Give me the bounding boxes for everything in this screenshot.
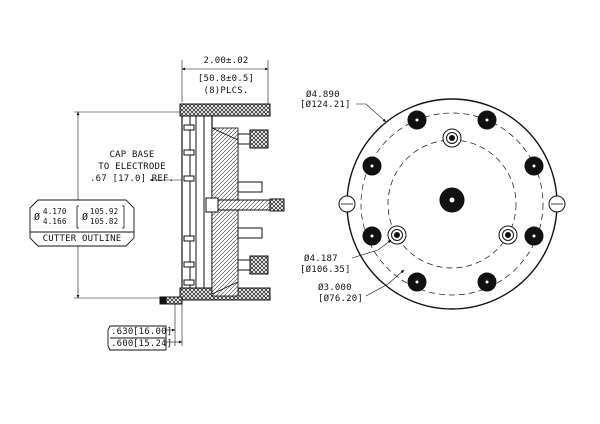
thickness-dim-note: (8)PLCS. xyxy=(203,86,249,96)
outer-dia-mm: [Ø124.21] xyxy=(300,100,351,110)
flange-in-2: .600 xyxy=(111,339,134,349)
flange-in-1: .630 xyxy=(111,327,134,337)
cap-base-line1: CAP BASE xyxy=(109,150,155,160)
cutter-dia-symbol: Ø xyxy=(34,212,41,223)
outer-dia-in: Ø4.890 xyxy=(306,90,340,100)
thickness-dim-tol: 2.00±.02 xyxy=(203,56,249,66)
inner-dia-in: Ø3.000 xyxy=(318,283,352,293)
bolt-dia-in: Ø4.187 xyxy=(304,254,338,264)
cutter-dia-max: 4.170 xyxy=(43,207,67,216)
inner-dia-mm: [Ø76.20] xyxy=(318,294,363,304)
bolt-holes xyxy=(362,110,544,292)
front-view xyxy=(338,98,566,310)
thickness-dim-metric: [50.8±0.5] xyxy=(197,74,255,84)
cap-base-line2: TO ELECTRODE xyxy=(98,162,166,172)
cutter-mm-symbol: Ø xyxy=(82,212,89,223)
bolt-dia-mm: [Ø106.35] xyxy=(300,265,351,275)
cutter-mm-max: 105.92 xyxy=(90,207,119,216)
electrode-connectors xyxy=(387,128,518,245)
flange-mm-1: [16.00] xyxy=(133,327,173,337)
cutter-outline-label: CUTTER OUTLINE xyxy=(42,234,122,244)
cap-base-line3: .67 [17.0] REF. xyxy=(90,174,175,184)
cutter-dia-min: 4.166 xyxy=(43,217,67,226)
cutter-mm-min: 105.82 xyxy=(90,217,119,226)
flange-mm-2: [15.24] xyxy=(133,339,173,349)
flange-dim-box xyxy=(107,325,167,351)
cutter-outline-box xyxy=(29,199,135,247)
side-view xyxy=(74,60,285,346)
